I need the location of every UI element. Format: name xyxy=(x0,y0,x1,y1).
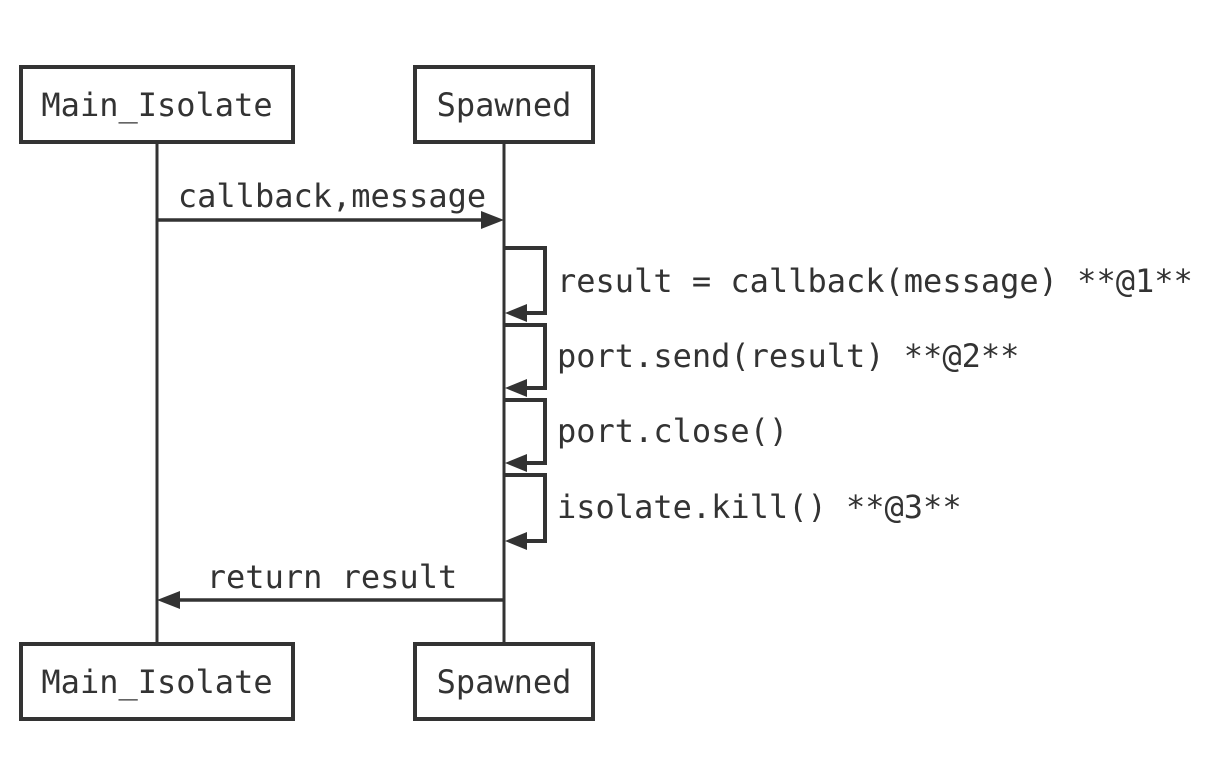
message-label-port-close: port.close() xyxy=(557,412,788,450)
participant-main-isolate-top: Main_Isolate xyxy=(19,65,295,144)
self-message-port-send: port.send(result) **@2** xyxy=(504,323,1019,397)
arrowhead-left-icon xyxy=(505,532,527,550)
participant-label-spawned-bottom: Spawned xyxy=(437,663,572,701)
arrowhead-left-icon xyxy=(505,454,527,472)
participant-spawned-bottom: Spawned xyxy=(413,642,595,721)
message-label-isolate-kill: isolate.kill() **@3** xyxy=(557,488,962,526)
arrowhead-left-icon xyxy=(505,304,527,322)
self-loop-line xyxy=(504,473,547,543)
participant-main-isolate-bottom: Main_Isolate xyxy=(19,642,295,721)
self-loop-line xyxy=(504,398,547,465)
self-loop-line xyxy=(504,246,547,315)
arrowhead-right-icon xyxy=(481,211,504,229)
self-message-port-close: port.close() xyxy=(504,398,788,472)
participant-label-spawned-top: Spawned xyxy=(437,86,572,124)
self-message-isolate-kill: isolate.kill() **@3** xyxy=(504,473,962,550)
message-label-port-send: port.send(result) **@2** xyxy=(557,337,1019,375)
message-label-result-callback: result = callback(message) **@1** xyxy=(557,262,1193,300)
message-callback-message: callback,message xyxy=(157,177,504,229)
message-return-result: return result xyxy=(157,558,504,609)
arrowhead-left-icon xyxy=(157,591,180,609)
self-loop-line xyxy=(504,323,547,390)
arrowhead-left-icon xyxy=(505,379,527,397)
message-label-callback-message: callback,message xyxy=(178,177,486,215)
participant-spawned-top: Spawned xyxy=(413,65,595,144)
participant-label-main-isolate-top: Main_Isolate xyxy=(41,86,272,124)
participant-label-main-isolate-bottom: Main_Isolate xyxy=(41,663,272,701)
self-message-result-callback: result = callback(message) **@1** xyxy=(504,246,1193,322)
message-label-return-result: return result xyxy=(207,558,457,596)
